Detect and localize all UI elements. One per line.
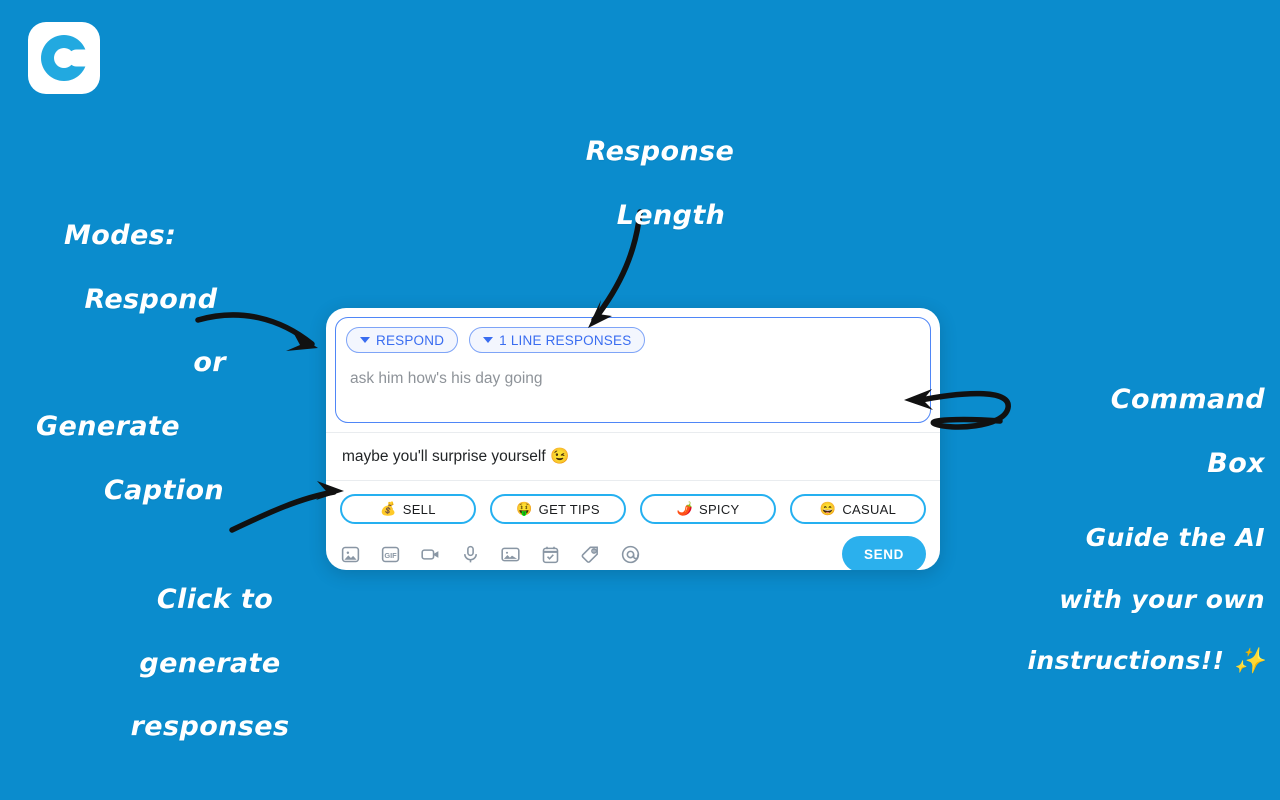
action-chip-get-tips[interactable]: 🤑 GET TIPS xyxy=(490,494,626,524)
chili-pepper-icon: 🌶️ xyxy=(676,501,693,516)
mention-at-icon[interactable] xyxy=(620,544,641,565)
annotation-click-line3: responses xyxy=(130,711,290,743)
suggestion-text[interactable]: maybe you'll surprise yourself 😉 xyxy=(326,432,940,481)
keyboard-card: RESPOND 1 LINE RESPONSES ask him how's h… xyxy=(326,308,940,570)
annotation-command-line3: Guide the AI xyxy=(1085,523,1265,553)
annotation-modes-line2: Respond xyxy=(84,283,218,315)
action-chip-sell[interactable]: 💰 SELL xyxy=(340,494,476,524)
action-chip-casual-label: CASUAL xyxy=(842,501,897,517)
mode-chip-respond-label: RESPOND xyxy=(376,332,445,348)
mode-chip-response-length-label: 1 LINE RESPONSES xyxy=(499,332,632,348)
logo-c-mark xyxy=(41,35,87,81)
mode-chip-response-length[interactable]: 1 LINE RESPONSES xyxy=(469,327,646,353)
money-face-icon: 🤑 xyxy=(516,501,533,516)
annotation-click-generate: Click to generate responses xyxy=(80,552,340,775)
action-chip-casual[interactable]: 😄 CASUAL xyxy=(790,494,926,524)
gif-icon[interactable]: GIF xyxy=(380,544,401,565)
video-camera-icon[interactable] xyxy=(420,544,441,565)
annotation-modes-line1: Modes: xyxy=(64,219,177,251)
price-tag-icon[interactable] xyxy=(580,544,601,565)
action-chip-get-tips-label: GET TIPS xyxy=(538,501,600,517)
chevron-down-icon xyxy=(360,337,370,343)
annotation-command-line2: Box xyxy=(1207,447,1265,479)
annotation-response-length-line1: Response xyxy=(585,135,735,167)
annotation-modes-line5: Caption xyxy=(103,474,225,506)
annotation-command-line4: with your own xyxy=(1059,584,1265,614)
calendar-check-icon[interactable] xyxy=(540,544,561,565)
annotation-command-line1: Command xyxy=(1110,383,1265,415)
smiling-face-icon: 😄 xyxy=(819,501,837,516)
annotation-modes-line3: or xyxy=(193,347,226,379)
attachment-toolbar: GIF xyxy=(326,524,940,570)
app-logo xyxy=(28,22,100,94)
command-box[interactable]: RESPOND 1 LINE RESPONSES ask him how's h… xyxy=(335,317,931,423)
mode-chip-respond[interactable]: RESPOND xyxy=(346,327,459,353)
sticker-icon[interactable] xyxy=(500,544,521,565)
svg-text:GIF: GIF xyxy=(384,551,397,560)
annotation-command-box: Command Box Guide the AI with your own i… xyxy=(965,352,1265,707)
chevron-down-icon xyxy=(483,337,494,343)
annotation-response-length: Response Length xyxy=(560,104,760,263)
annotation-response-length-line2: Length xyxy=(616,199,726,231)
microphone-icon[interactable] xyxy=(460,544,481,565)
mode-chip-row: RESPOND 1 LINE RESPONSES xyxy=(336,318,930,353)
annotation-click-line2: generate xyxy=(139,647,281,679)
action-chip-spicy-label: SPICY xyxy=(698,501,740,517)
annotation-click-line1: Click to xyxy=(156,583,274,615)
annotation-modes: Modes: Respond or Generate Caption xyxy=(36,188,266,538)
action-chip-sell-label: SELL xyxy=(402,501,436,517)
annotation-command-line5: instructions!! ✨ xyxy=(1027,646,1265,676)
action-chip-row: 💰 SELL 🤑 GET TIPS 🌶️ SPICY 😄 CASUAL xyxy=(326,481,940,524)
image-icon[interactable] xyxy=(340,544,361,565)
action-chip-spicy[interactable]: 🌶️ SPICY xyxy=(640,494,776,524)
command-input[interactable]: ask him how's his day going xyxy=(350,370,543,387)
send-button[interactable]: SEND xyxy=(842,536,926,570)
annotation-modes-line4: Generate xyxy=(36,411,180,443)
money-bag-icon: 💰 xyxy=(380,501,397,516)
